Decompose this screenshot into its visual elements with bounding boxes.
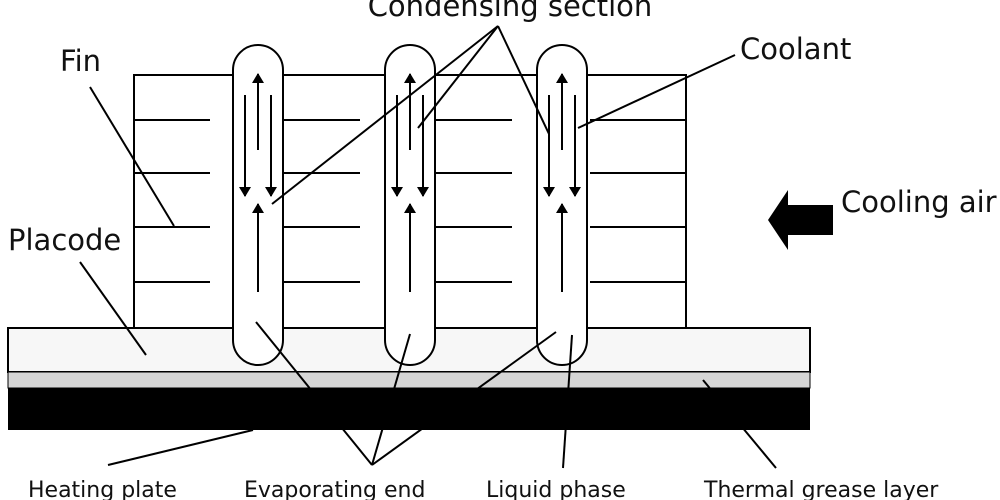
fin-lines bbox=[134, 119, 686, 283]
thermal-grease-layer bbox=[7, 371, 811, 389]
label-cooling-air: Cooling air bbox=[841, 185, 997, 219]
label-heating-plate: Heating plate bbox=[28, 478, 177, 500]
flow-arrows bbox=[239, 73, 581, 292]
leader-lines bbox=[79, 25, 777, 469]
cooling-air-arrow bbox=[768, 190, 833, 250]
label-placode: Placode bbox=[8, 223, 121, 257]
label-fin: Fin bbox=[60, 44, 101, 78]
heating-plate bbox=[8, 388, 810, 430]
label-thermal-grease-layer: Thermal grease layer bbox=[703, 478, 939, 500]
label-condensing-section: Condensing section bbox=[368, 0, 653, 23]
label-evaporating-end: Evaporating end bbox=[244, 478, 425, 500]
label-coolant: Coolant bbox=[740, 32, 851, 66]
label-liquid-phase: Liquid phase bbox=[486, 478, 626, 500]
